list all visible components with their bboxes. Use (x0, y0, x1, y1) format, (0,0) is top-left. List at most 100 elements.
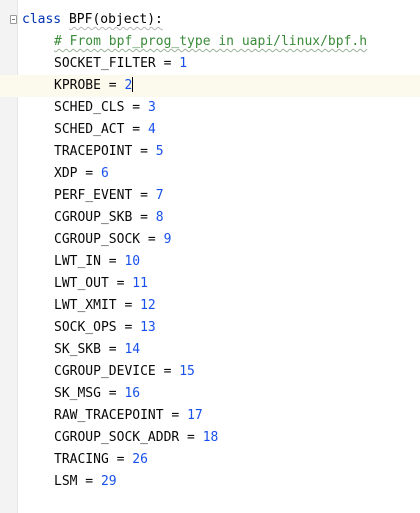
code-line-constant[interactable]: LWT_OUT = 11 (0, 273, 420, 295)
constant-name: CGROUP_DEVICE (54, 364, 156, 379)
assignment-operator: = (155, 364, 180, 379)
constant-assignment: CGROUP_DEVICE = 15 (54, 361, 195, 383)
constant-assignment: SOCK_OPS = 13 (54, 317, 156, 339)
constant-assignment: SCHED_CLS = 3 (54, 97, 156, 119)
constant-name: RAW_TRACEPOINT (54, 408, 164, 423)
constant-assignment: KPROBE = 2 (54, 75, 134, 97)
constant-name: LSM (54, 474, 78, 489)
constant-value: 18 (202, 430, 219, 445)
constant-value: 11 (132, 276, 148, 291)
assignment-operator: = (132, 210, 156, 225)
assignment-operator: = (179, 430, 203, 445)
constant-assignment: LWT_OUT = 11 (54, 273, 148, 295)
code-line-constant[interactable]: CGROUP_SOCK_ADDR = 18 (0, 427, 420, 449)
constant-value: 4 (147, 122, 156, 137)
code-line-constant[interactable]: LWT_XMIT = 12 (0, 295, 420, 317)
assignment-operator: = (116, 298, 141, 313)
fold-minus-icon[interactable] (10, 15, 17, 24)
constant-name: TRACEPOINT (54, 144, 133, 159)
constant-name: LWT_XMIT (54, 298, 117, 313)
constant-value: 8 (155, 210, 164, 225)
class-signature: BPF(object): (68, 12, 163, 27)
assignment-operator: = (124, 100, 148, 115)
code-line-constant[interactable]: RAW_TRACEPOINT = 17 (0, 405, 420, 427)
code-line-constant[interactable]: CGROUP_SKB = 8 (0, 207, 420, 229)
assignment-operator: = (77, 474, 101, 489)
text-caret (132, 77, 134, 92)
assignment-operator: = (132, 144, 156, 159)
constant-name: SCHED_ACT (54, 122, 125, 137)
code-line-constant[interactable]: TRACING = 26 (0, 449, 420, 471)
constant-value: 6 (100, 166, 109, 181)
code-line-constant[interactable]: SCHED_CLS = 3 (0, 97, 420, 119)
constant-assignment: TRACING = 26 (54, 449, 148, 471)
constant-name: TRACING (54, 452, 109, 467)
code-line-constant[interactable]: SK_SKB = 14 (0, 339, 420, 361)
assignment-operator: = (108, 452, 133, 467)
code-line-constant[interactable]: LWT_IN = 10 (0, 251, 420, 273)
constant-assignment: SK_SKB = 14 (54, 339, 140, 361)
code-line-constant[interactable]: SCHED_ACT = 4 (0, 119, 420, 141)
constant-value: 3 (147, 100, 156, 115)
assignment-operator: = (116, 320, 141, 335)
constant-assignment: SK_MSG = 16 (54, 383, 140, 405)
constant-assignment: LWT_IN = 10 (54, 251, 140, 273)
assignment-operator: = (100, 386, 125, 401)
constant-value: 12 (140, 298, 156, 313)
assignment-operator: = (100, 78, 125, 93)
constant-name: LWT_OUT (54, 276, 109, 291)
constant-name: SOCKET_FILTER (54, 56, 156, 71)
assignment-operator: = (100, 254, 125, 269)
code-comment: # From bpf_prog_type in uapi/linux/bpf.h (54, 34, 368, 49)
constant-name: XDP (54, 166, 78, 181)
code-line-constant[interactable]: PERF_EVENT = 7 (0, 185, 420, 207)
constant-name: CGROUP_SOCK (54, 232, 141, 247)
code-line-constant[interactable]: XDP = 6 (0, 163, 420, 185)
constant-name: CGROUP_SOCK_ADDR (54, 430, 180, 445)
constant-name: KPROBE (54, 78, 101, 93)
code-line-constant[interactable]: KPROBE = 2 (0, 75, 420, 97)
editor-gutter (0, 0, 18, 513)
constant-assignment: TRACEPOINT = 5 (54, 141, 164, 163)
code-line-constant[interactable]: CGROUP_DEVICE = 15 (0, 361, 420, 383)
constant-value: 26 (132, 452, 148, 467)
constant-assignment: CGROUP_SKB = 8 (54, 207, 164, 229)
assignment-operator: = (124, 122, 148, 137)
constant-value: 9 (163, 232, 172, 247)
assignment-operator: = (100, 342, 125, 357)
code-line-constant[interactable]: TRACEPOINT = 5 (0, 141, 420, 163)
assignment-operator: = (155, 56, 180, 71)
constant-value: 15 (179, 364, 195, 379)
constant-name: LWT_IN (54, 254, 101, 269)
constant-assignment: SOCKET_FILTER = 1 (54, 53, 187, 75)
code-line-constant[interactable]: LSM = 29 (0, 471, 420, 493)
code-line-constant[interactable]: SOCK_OPS = 13 (0, 317, 420, 339)
constant-assignment: LWT_XMIT = 12 (54, 295, 156, 317)
constant-value: 17 (187, 408, 203, 423)
code-line-comment[interactable]: # From bpf_prog_type in uapi/linux/bpf.h (0, 31, 420, 53)
class-keyword: class (22, 12, 62, 27)
constant-assignment: CGROUP_SOCK_ADDR = 18 (54, 427, 218, 449)
constant-name: SK_MSG (54, 386, 101, 401)
constant-name: PERF_EVENT (54, 188, 133, 203)
constant-value: 13 (140, 320, 156, 335)
constant-value: 2 (124, 78, 133, 93)
constant-value: 1 (179, 56, 188, 71)
constant-value: 5 (155, 144, 164, 159)
constant-value: 7 (155, 188, 164, 203)
code-line-constant[interactable]: CGROUP_SOCK = 9 (0, 229, 420, 251)
constant-assignment: RAW_TRACEPOINT = 17 (54, 405, 203, 427)
code-line-constant[interactable]: SOCKET_FILTER = 1 (0, 53, 420, 75)
constant-name: SK_SKB (54, 342, 101, 357)
constant-assignment: CGROUP_SOCK = 9 (54, 229, 171, 251)
code-line-constant[interactable]: SK_MSG = 16 (0, 383, 420, 405)
code-line-class-declaration[interactable]: class BPF(object): (0, 9, 420, 31)
constant-name: CGROUP_SKB (54, 210, 133, 225)
constant-value: 14 (124, 342, 141, 357)
assignment-operator: = (140, 232, 164, 247)
assignment-operator: = (108, 276, 133, 291)
constant-assignment: SCHED_ACT = 4 (54, 119, 156, 141)
assignment-operator: = (77, 166, 101, 181)
constant-assignment: XDP = 6 (54, 163, 109, 185)
